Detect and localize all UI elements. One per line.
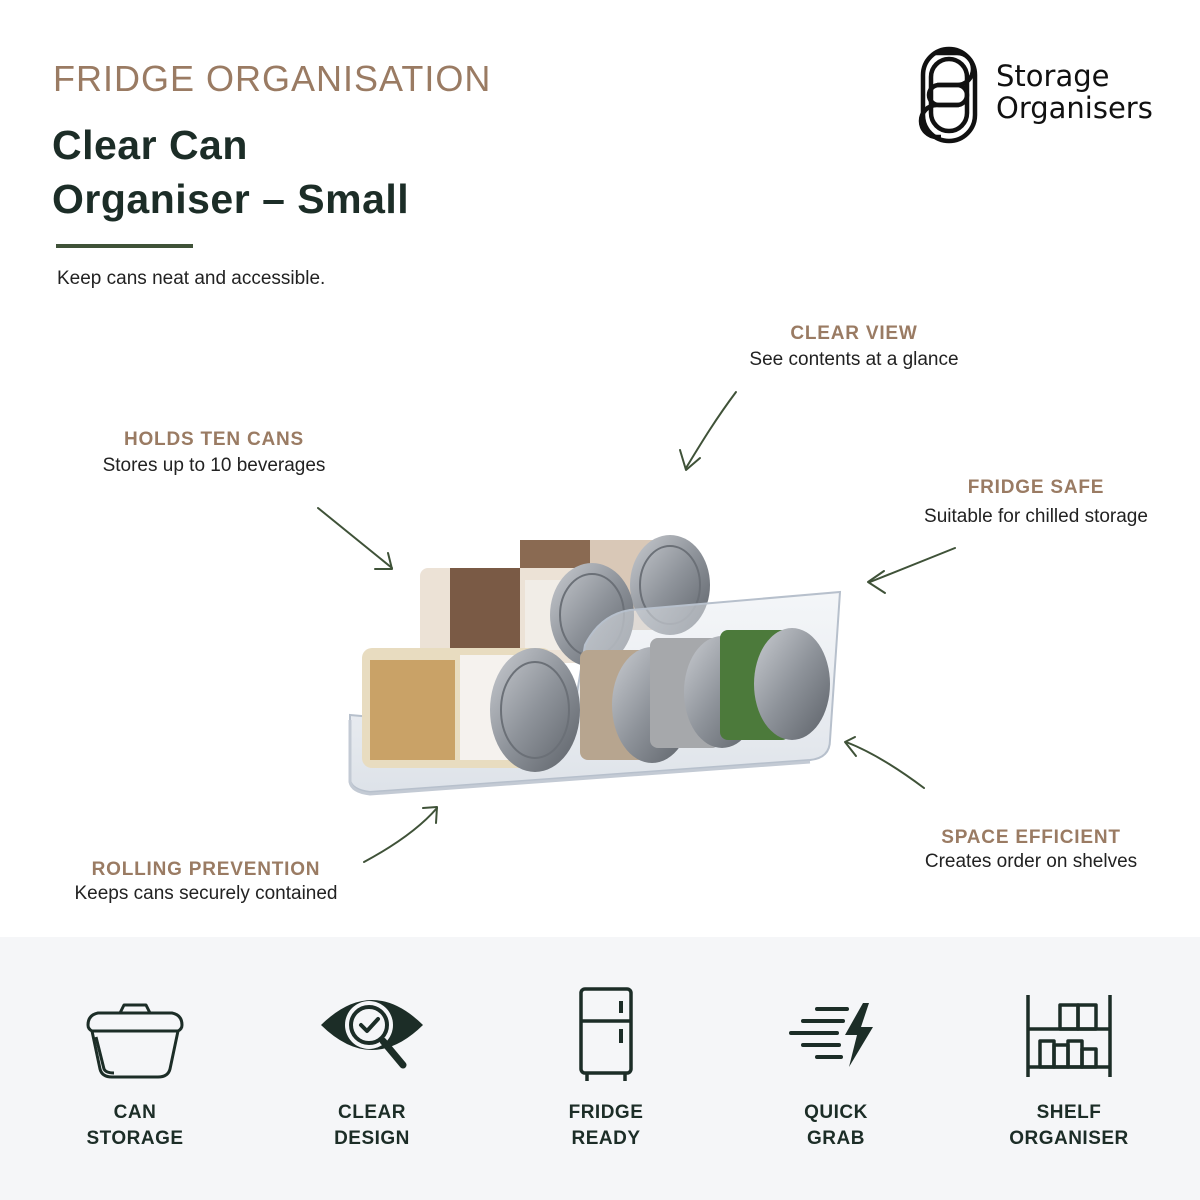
icon-label-fridge-ready: FRIDGE READY xyxy=(506,1100,706,1152)
icon-label-line: CLEAR xyxy=(338,1102,406,1123)
page-title: Clear Can Organiser – Small xyxy=(52,118,409,226)
arrow-icon xyxy=(363,806,438,863)
icon-can-storage xyxy=(35,985,235,1085)
icon-label-line: ORGANISER xyxy=(1009,1128,1129,1149)
can-bottom-right xyxy=(720,628,830,740)
can-top-front xyxy=(420,563,634,667)
icon-label-line: SHELF xyxy=(1036,1102,1102,1123)
lightning-speed-icon xyxy=(789,1003,873,1067)
brand-name: Storage Organisers xyxy=(996,60,1153,124)
icon-fridge-ready xyxy=(506,985,706,1085)
brand-logo-icon xyxy=(918,46,978,144)
feature-title: ROLLING PREVENTION xyxy=(91,859,321,880)
feature-fridge-safe: FRIDGE SAFE Suitable for chilled storage xyxy=(886,477,1186,528)
container-icon xyxy=(86,1003,184,1079)
icon-label-clear-design: CLEAR DESIGN xyxy=(272,1100,472,1152)
icon-label-line: READY xyxy=(571,1128,641,1149)
eye-magnifier-icon xyxy=(321,1000,423,1069)
tagline: Keep cans neat and accessible. xyxy=(57,268,326,289)
feature-icons-bar xyxy=(0,937,1200,1200)
brand-name-line-1: Storage xyxy=(996,59,1110,93)
feature-title: FRIDGE SAFE xyxy=(967,477,1105,498)
icon-label-can-storage: CAN STORAGE xyxy=(35,1100,235,1152)
icon-label-line: FRIDGE xyxy=(568,1102,644,1123)
feature-rolling-prevention: ROLLING PREVENTION Keeps cans securely c… xyxy=(56,859,356,905)
icon-label-quick-grab: QUICK GRAB xyxy=(736,1100,936,1152)
icon-shelf-organiser xyxy=(969,985,1169,1085)
icon-label-line: DESIGN xyxy=(334,1128,410,1149)
product-can-organiser-image xyxy=(348,535,842,796)
feature-space-efficient: SPACE EFFICIENT Creates order on shelves xyxy=(881,827,1181,873)
icon-label-shelf-organiser: SHELF ORGANISER xyxy=(969,1100,1169,1152)
icon-label-line: CAN xyxy=(113,1102,157,1123)
icon-label-line: STORAGE xyxy=(86,1128,184,1149)
arrow-icon xyxy=(867,547,956,594)
feature-title: SPACE EFFICIENT xyxy=(941,827,1121,848)
title-line-1: Clear Can xyxy=(52,122,248,168)
feature-desc: See contents at a glance xyxy=(749,349,959,370)
feature-title: CLEAR VIEW xyxy=(790,323,918,344)
icon-label-line: QUICK xyxy=(804,1102,868,1123)
arrow-icon xyxy=(679,391,737,471)
feature-desc: Stores up to 10 beverages xyxy=(102,455,326,476)
title-line-2: Organiser – Small xyxy=(52,176,410,222)
feature-desc: Suitable for chilled storage xyxy=(924,506,1148,527)
icon-clear-design xyxy=(272,985,472,1085)
feature-desc: Creates order on shelves xyxy=(924,851,1138,872)
brand-name-line-2: Organisers xyxy=(996,91,1153,125)
can-bottom-left xyxy=(362,648,580,772)
icon-label-line: GRAB xyxy=(807,1128,865,1149)
eyebrow-heading: FRIDGE ORGANISATION xyxy=(53,58,492,99)
title-underline xyxy=(56,244,193,248)
feature-desc: Keeps cans securely contained xyxy=(74,883,338,904)
icon-quick-grab xyxy=(736,985,936,1085)
feature-holds-ten-cans: HOLDS TEN CANS Stores up to 10 beverages xyxy=(64,429,364,477)
fridge-icon xyxy=(579,987,633,1081)
shelf-icon xyxy=(1026,995,1112,1077)
feature-clear-view: CLEAR VIEW See contents at a glance xyxy=(704,323,1004,371)
feature-title: HOLDS TEN CANS xyxy=(123,429,305,450)
